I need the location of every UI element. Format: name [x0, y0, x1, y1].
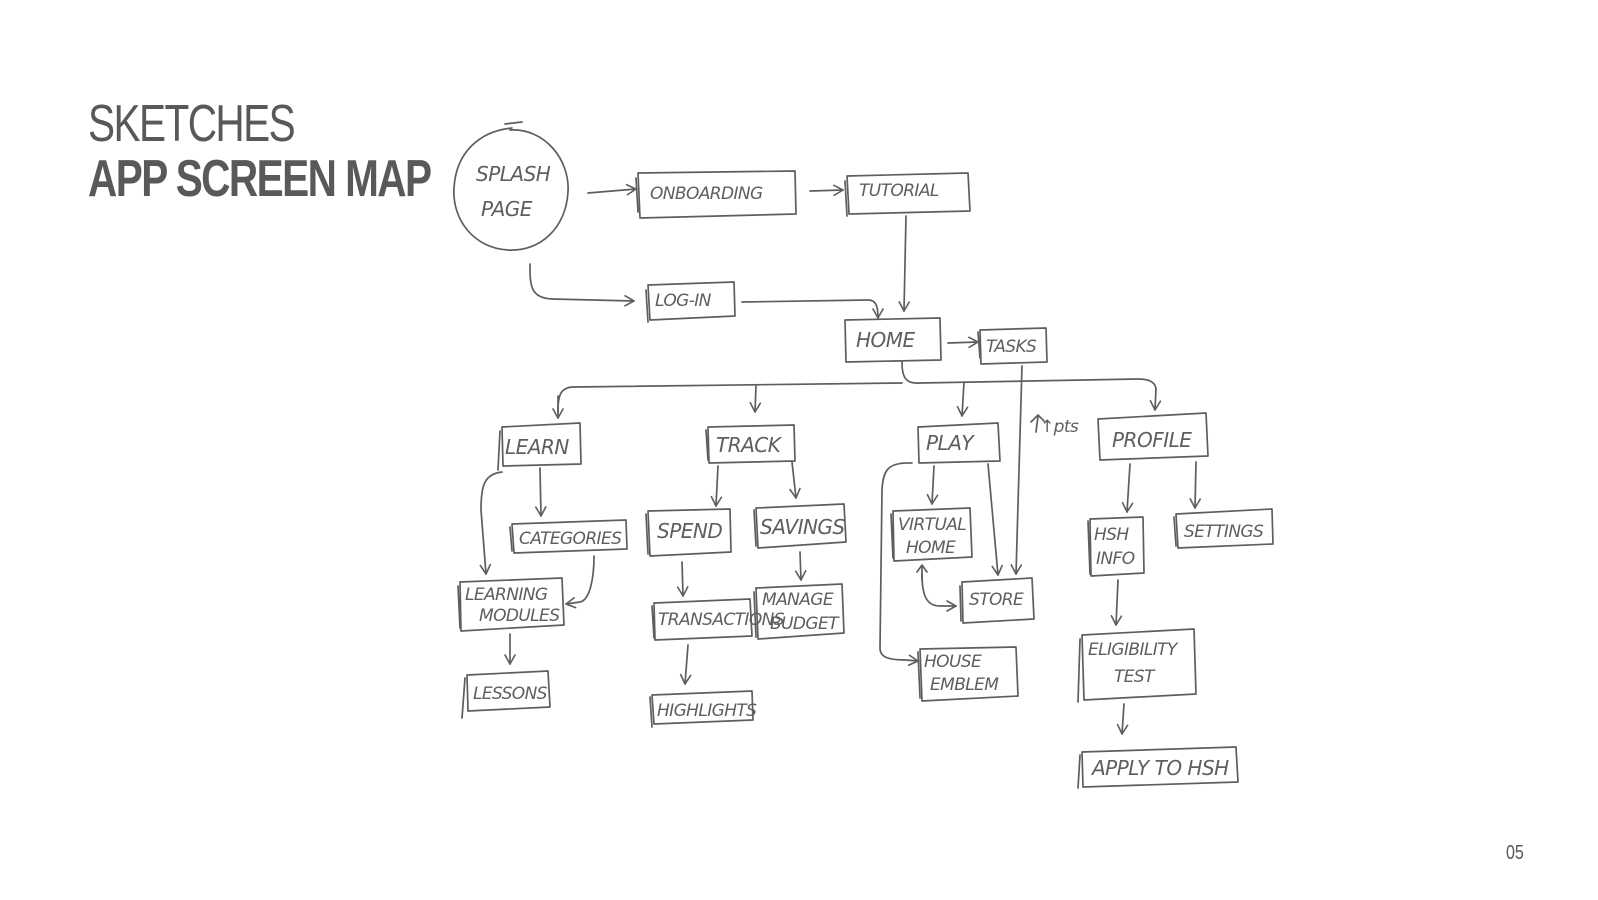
node-store-label: STORE	[969, 590, 1024, 610]
node-settings-label: SETTINGS	[1184, 522, 1264, 542]
arrow-splash-to-onboarding	[587, 183, 637, 196]
arrow-tutorial-to-home	[898, 215, 910, 312]
node-spend-label: SPEND	[657, 519, 722, 543]
node-learn-label: LEARN	[505, 435, 569, 459]
node-settings: SETTINGS	[1173, 508, 1274, 549]
arrow-hsh-info-to-eligibility-test	[1110, 579, 1123, 626]
arrow-track-to-spend	[710, 465, 723, 507]
node-highlights-label: HIGHLIGHTS	[657, 701, 757, 721]
node-lessons: LESSONS	[461, 670, 551, 719]
arrow-eligibility-test-to-apply	[1116, 703, 1129, 735]
arrow-tasks-to-store	[1010, 365, 1023, 575]
arrow-home-to-profile	[1149, 387, 1162, 411]
node-login-label: LOG-IN	[655, 291, 712, 311]
node-manage-budget-label-1: MANAGE	[762, 590, 834, 610]
node-tasks: TASKS	[977, 327, 1048, 365]
arrow-play-to-house-emblem	[879, 462, 919, 667]
arrow-play-to-virtual-home	[926, 465, 939, 505]
node-categories: CATEGORIES	[509, 519, 628, 554]
node-highlights: HIGHLIGHTS	[649, 690, 758, 728]
node-splash-page: SPLASH PAGE	[453, 121, 569, 251]
branch-bus-left	[557, 382, 903, 413]
node-virtual-home-label-2: HOME	[906, 538, 956, 558]
node-home: HOME	[844, 317, 942, 363]
node-apply-to-hsh-label: APPLY TO HSH	[1090, 756, 1229, 780]
arrow-splash-to-login	[529, 263, 635, 307]
node-track: TRACK	[705, 424, 796, 464]
node-play: PLAY	[917, 422, 1001, 464]
node-apply-to-hsh: APPLY TO HSH	[1077, 746, 1239, 789]
arrow-spend-to-transactions	[676, 561, 689, 597]
node-hsh-info-label-1: HSH	[1094, 525, 1129, 545]
node-home-label: HOME	[856, 328, 916, 352]
node-virtual-home-label-1: VIRTUAL	[898, 515, 966, 535]
node-profile: PROFILE	[1097, 412, 1209, 461]
node-savings: SAVINGS	[753, 503, 847, 549]
arrow-home-to-play	[956, 381, 969, 417]
node-splash-label-2: PAGE	[481, 197, 533, 221]
node-learn: LEARN	[497, 422, 582, 471]
node-learning-modules: LEARNING MODULES	[457, 577, 565, 632]
node-store: STORE	[959, 577, 1035, 624]
node-login: LOG-IN	[645, 281, 736, 323]
node-tutorial: TUTORIAL	[844, 172, 971, 217]
arrow-store-to-virtual-home	[916, 564, 928, 581]
node-track-label: TRACK	[716, 433, 783, 457]
arrow-play-to-store	[987, 463, 1003, 576]
node-categories-label: CATEGORIES	[519, 529, 622, 549]
arrow-categories-to-learning-modules	[565, 555, 595, 609]
arrow-savings-to-manage-budget	[794, 551, 807, 581]
arrow-learn-to-learning-modules	[479, 471, 503, 575]
node-transactions: TRANSACTIONS	[651, 598, 785, 641]
arrow-track-to-savings	[789, 461, 801, 499]
node-transactions-label: TRANSACTIONS	[658, 610, 785, 630]
node-house-emblem-label-2: EMBLEM	[930, 675, 999, 695]
node-profile-label: PROFILE	[1112, 428, 1192, 452]
node-play-label: PLAY	[926, 431, 975, 455]
node-eligibility-test-label-2: TEST	[1114, 667, 1156, 687]
node-tasks-label: TASKS	[986, 337, 1037, 357]
page-number: 05	[1506, 842, 1524, 864]
node-learning-modules-label-2: MODULES	[479, 606, 560, 626]
node-hsh-info: HSH INFO	[1087, 516, 1145, 577]
arrow-home-to-track	[749, 385, 762, 413]
node-onboarding: ONBOARDING	[635, 170, 797, 219]
node-house-emblem-label-1: HOUSE	[924, 652, 982, 672]
arrow-transactions-to-highlights	[679, 644, 692, 685]
arrow-profile-to-settings	[1189, 461, 1201, 509]
node-onboarding-label: ONBOARDING	[650, 184, 763, 204]
branch-bus	[901, 361, 1157, 391]
arrow-home-to-tasks	[947, 336, 979, 349]
arrow-virtual-home-to-store	[921, 573, 957, 612]
points-note-label: ↑pts	[1040, 417, 1079, 437]
arrow-login-to-home	[741, 299, 884, 319]
node-virtual-home: VIRTUAL HOME	[890, 507, 973, 562]
node-house-emblem: HOUSE EMBLEM	[917, 646, 1019, 702]
points-note-arrow	[1030, 414, 1045, 433]
title-app-screen-map: APP SCREEN MAP	[88, 150, 432, 208]
node-manage-budget: MANAGE BUDGET	[753, 583, 845, 640]
node-eligibility-test-label-1: ELIGIBILITY	[1088, 640, 1179, 660]
node-splash-label-1: SPLASH	[476, 162, 551, 186]
arrow-profile-to-hsh-info	[1121, 463, 1134, 513]
node-eligibility-test: ELIGIBILITY TEST	[1077, 628, 1197, 703]
node-learning-modules-label-1: LEARNING	[465, 585, 548, 605]
node-savings-label: SAVINGS	[760, 515, 845, 539]
node-spend: SPEND	[645, 508, 732, 557]
node-lessons-label: LESSONS	[473, 684, 548, 704]
node-hsh-info-label-2: INFO	[1096, 549, 1135, 569]
node-tutorial-label: TUTORIAL	[859, 181, 939, 201]
arrow-onboarding-to-tutorial	[809, 184, 844, 197]
diagram-connectors	[479, 183, 1201, 735]
arrow-learn-to-categories	[535, 467, 547, 517]
node-manage-budget-label-2: BUDGET	[770, 614, 840, 634]
title-sketches: SKETCHES	[88, 95, 296, 153]
slide-title: SKETCHES APP SCREEN MAP	[88, 96, 527, 206]
